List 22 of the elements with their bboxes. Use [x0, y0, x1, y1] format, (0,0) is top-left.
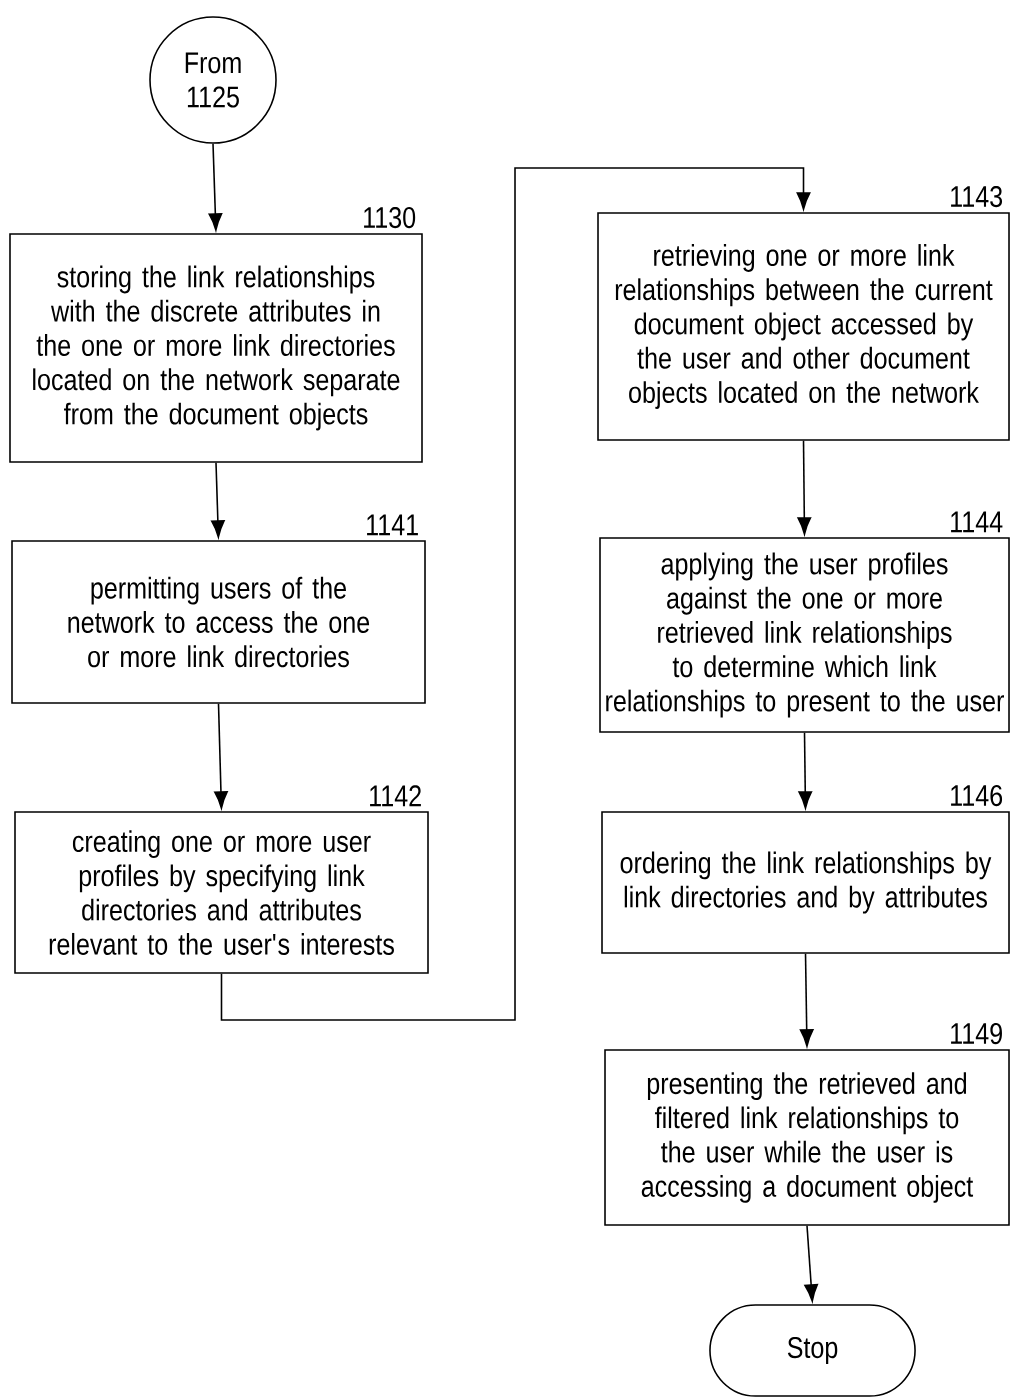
arrow — [214, 703, 228, 809]
arrow — [804, 1225, 819, 1302]
step-number: 1143 — [951, 186, 1003, 208]
arrow — [799, 953, 814, 1047]
step-number: 1141 — [367, 514, 418, 536]
process-box: retrieving one or more link relationships between the current document object accessed by the user and other document objects located on the network — [597, 212, 1010, 441]
arrow — [210, 462, 225, 538]
step-number: 1142 — [370, 785, 421, 807]
process-box: permitting users of the network to access the one or more link directories — [11, 540, 426, 704]
arrow — [208, 143, 223, 231]
process-box: ordering the link relationships by link directories and by attributes — [601, 811, 1010, 954]
process-box: applying the user profiles against the one or more retrieved link relationships to determine which link relationships to present to the user — [599, 537, 1010, 733]
step-number: 1146 — [951, 785, 1003, 807]
process-box: storing the link relationships with the discrete attributes in the one or more link directories located on the network separate from the document objects — [9, 233, 423, 463]
arrow — [220, 167, 811, 1021]
process-box: presenting the retrieved and filtered link relationships to the user while the user is accessing a document object — [604, 1049, 1010, 1226]
process-box: creating one or more user profiles by specifying link directories and attributes relevant to the user's interests — [14, 811, 429, 974]
step-number: 1144 — [951, 511, 1003, 533]
step-number: 1149 — [951, 1023, 1002, 1045]
step-number: 1130 — [364, 207, 416, 229]
arrow — [798, 732, 813, 809]
arrow — [797, 440, 812, 535]
